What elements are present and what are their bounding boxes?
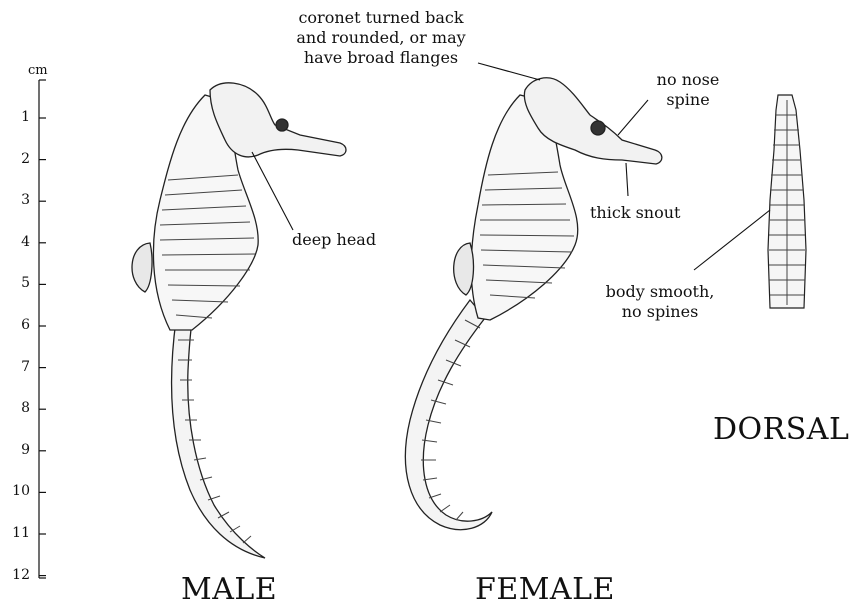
coronet-line-1: coronet turned back: [281, 8, 481, 28]
female-label: FEMALE: [475, 572, 615, 607]
male-label: MALE: [181, 572, 277, 607]
body-smooth-line-2: no spines: [590, 302, 730, 322]
dorsal-view-drawing: [768, 95, 806, 308]
nose-spine-annotation: no nose spine: [644, 70, 732, 110]
coronet-line-3: have broad flanges: [281, 48, 481, 68]
body-smooth-annotation: body smooth, no spines: [590, 282, 730, 322]
scale-bar: [39, 80, 46, 578]
thick-snout-annotation: thick snout: [590, 203, 680, 223]
male-seahorse-drawing: [132, 83, 346, 558]
dorsal-label: DORSAL: [713, 412, 849, 447]
coronet-annotation: coronet turned back and rounded, or may …: [281, 8, 481, 68]
nose-spine-line-2: spine: [644, 90, 732, 110]
nose-spine-line-1: no nose: [644, 70, 732, 90]
body-smooth-line-1: body smooth,: [590, 282, 730, 302]
deep-head-annotation: deep head: [292, 230, 376, 250]
coronet-line-2: and rounded, or may: [281, 28, 481, 48]
